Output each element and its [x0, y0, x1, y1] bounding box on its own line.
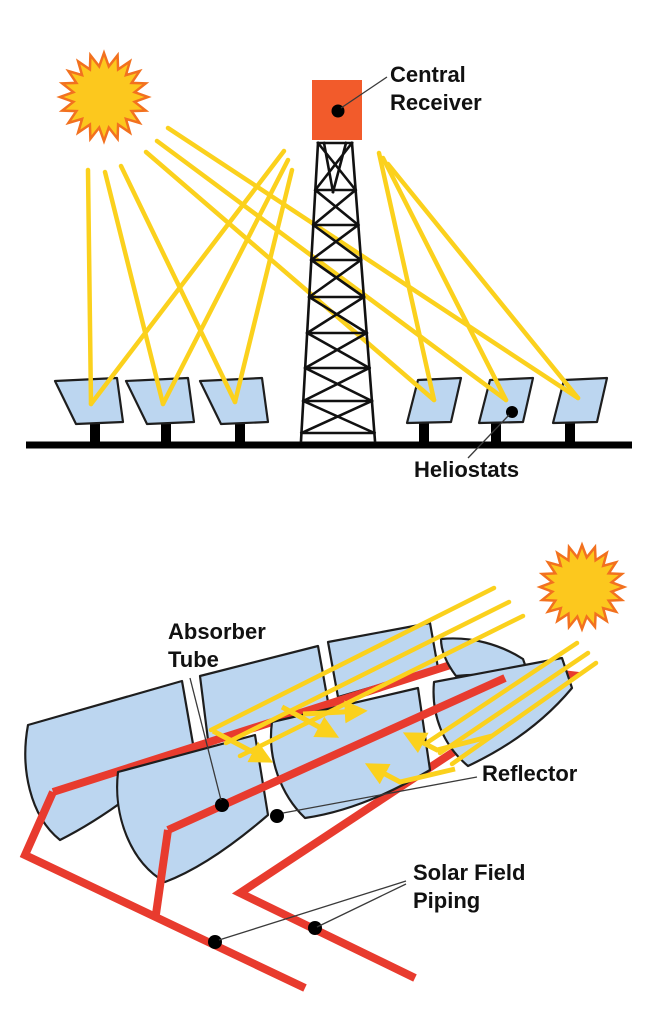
reflector-leader-line: [282, 776, 478, 814]
solar-field-piping-label-line2: Piping: [413, 888, 480, 913]
reflected-ray: [232, 167, 295, 405]
sun-ray: [154, 138, 509, 403]
reflected-ray: [88, 148, 287, 407]
parabolic-trough-diagram: Absorber Tube Reflector Solar Field Pipi…: [19, 541, 628, 992]
receiver-leader-line: [340, 76, 388, 109]
reflected-ray: [385, 161, 581, 401]
absorber-tube-label-line1: Absorber: [168, 619, 266, 644]
incident-sun-rays: [208, 585, 599, 767]
absorber-pipe-upper-and-loop: [51, 657, 582, 982]
sun-ray: [118, 163, 238, 405]
sun-ray: [165, 125, 581, 401]
solar-field-piping-label-line1: Solar Field: [413, 860, 525, 885]
sun-ray: [437, 650, 591, 756]
heliostat-post: [565, 421, 575, 445]
power-tower-diagram: Central Receiver Heliostats: [26, 49, 632, 482]
field-piping-branch: [152, 829, 172, 915]
reflector-callout-dot: [270, 809, 284, 823]
heliostat-post: [90, 421, 100, 445]
sun-ray: [449, 660, 599, 767]
heliostat-post: [491, 421, 501, 445]
sun-ray: [223, 599, 512, 746]
reflection-arrow: [302, 700, 368, 724]
sun-icon: [536, 541, 628, 633]
central-receiver-label-line1: Central: [390, 62, 466, 87]
reflected-ray: [376, 150, 437, 403]
sun-ray: [85, 167, 94, 407]
reflected-ray: [380, 155, 509, 403]
reflected-rays: [88, 148, 581, 407]
central-receiver-label-line2: Receiver: [390, 90, 482, 115]
heliostat-post: [161, 421, 171, 445]
heliostat-post: [419, 421, 429, 445]
receiver-tower: [299, 141, 377, 443]
reflection-arrow: [402, 732, 493, 754]
sun-ray: [143, 149, 437, 403]
heliostat-post: [235, 421, 245, 445]
reflector-label: Reflector: [482, 761, 578, 786]
heliostats-label: Heliostats: [414, 457, 519, 482]
reflected-ray-arrows: [211, 700, 493, 785]
trough-reflector-panel: [116, 733, 270, 884]
heliostat-posts: [90, 421, 575, 445]
sun-ray: [102, 169, 166, 407]
absorber-tube-label-line2: Tube: [168, 647, 219, 672]
piping-callout-dot: [308, 921, 322, 935]
reflection-arrow: [364, 763, 456, 785]
piping-leader-line: [316, 883, 407, 928]
sun-ray: [237, 613, 526, 759]
incident-sun-rays: [85, 125, 581, 407]
reflection-arrow: [280, 704, 340, 738]
sun-icon: [56, 49, 152, 145]
reflection-arrow: [211, 728, 274, 763]
sun-ray: [425, 640, 580, 745]
piping-leader-line: [218, 880, 407, 941]
absorber-tube-leader-line: [189, 677, 222, 801]
absorber-tube-callout-dot: [215, 798, 229, 812]
tower-lattice: [299, 141, 377, 435]
sun-ray: [208, 585, 497, 733]
reflected-ray: [160, 157, 291, 407]
heliostat-leader-line: [467, 414, 510, 459]
piping-callout-dot: [208, 935, 222, 949]
